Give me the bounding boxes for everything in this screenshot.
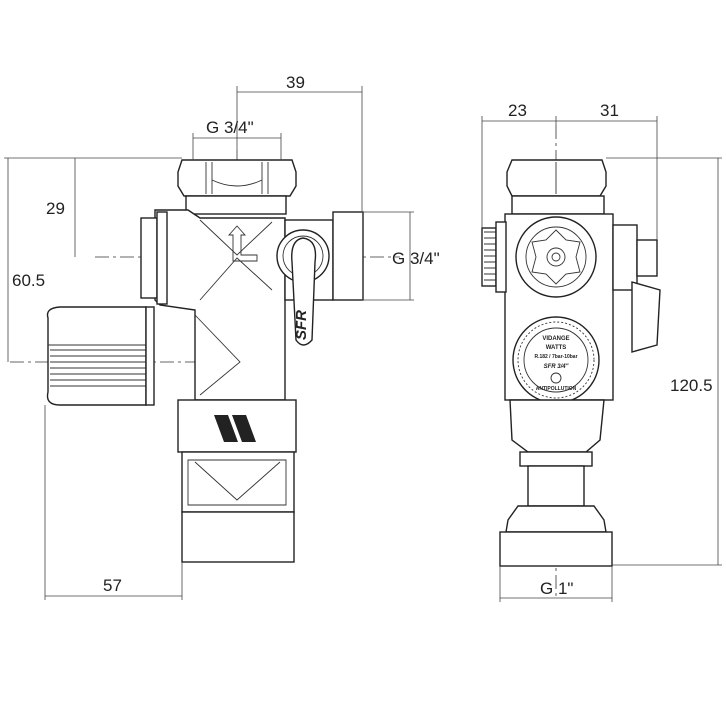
dim-side-thread: G 3/4" <box>392 249 440 268</box>
dial-text-5: ANTIPOLLUTION <box>536 386 577 392</box>
dim-23: 23 <box>508 101 527 120</box>
top-nut <box>177 159 297 197</box>
side-valve-cap <box>515 216 597 298</box>
dim-29: 29 <box>46 199 65 218</box>
side-top-nut <box>506 159 607 197</box>
brand-logo-icon <box>214 415 256 442</box>
dim-57: 57 <box>103 576 122 595</box>
dial-text-3: R.182 / 7bar-10bar <box>534 354 577 360</box>
check-valve-housing <box>181 451 295 513</box>
front-dimensions: 39 G 3/4" 29 60.5 G 3/4" 57 <box>4 73 440 600</box>
lever-handle[interactable] <box>291 237 317 346</box>
side-neck <box>527 465 585 507</box>
dial-text-4: SFR 3/4" <box>544 364 569 370</box>
dim-39: 39 <box>286 73 305 92</box>
side-dimensions: 23 31 120.5 G 1" <box>481 101 722 602</box>
flow-arrow-icon <box>227 225 258 262</box>
nut-collar <box>185 195 287 215</box>
side-view: VIDANGE WATTS R.182 / 7bar-10bar SFR 3/4… <box>481 125 661 600</box>
side-bottom-connector <box>499 531 613 567</box>
dim-bottom-thread: G 1" <box>540 579 573 598</box>
dial-text-2: WATTS <box>546 345 567 351</box>
side-left-plug <box>481 227 497 287</box>
side-outlet <box>332 211 364 301</box>
side-lever-handle[interactable] <box>631 281 661 353</box>
dim-60-5: 60.5 <box>12 271 45 290</box>
bottom-connector <box>181 511 295 563</box>
star-knob-icon[interactable] <box>531 229 581 285</box>
dim-31: 31 <box>600 101 619 120</box>
dial-text-1: VIDANGE <box>542 336 569 342</box>
side-lower-collar <box>509 399 605 453</box>
left-plug <box>140 217 158 299</box>
knob-knurling <box>50 349 146 387</box>
front-view: SFR <box>10 150 400 563</box>
dim-inlet-thread: G 3/4" <box>206 118 254 137</box>
dim-120-5: 120.5 <box>670 376 713 395</box>
handle-logo: SFR <box>293 310 310 340</box>
